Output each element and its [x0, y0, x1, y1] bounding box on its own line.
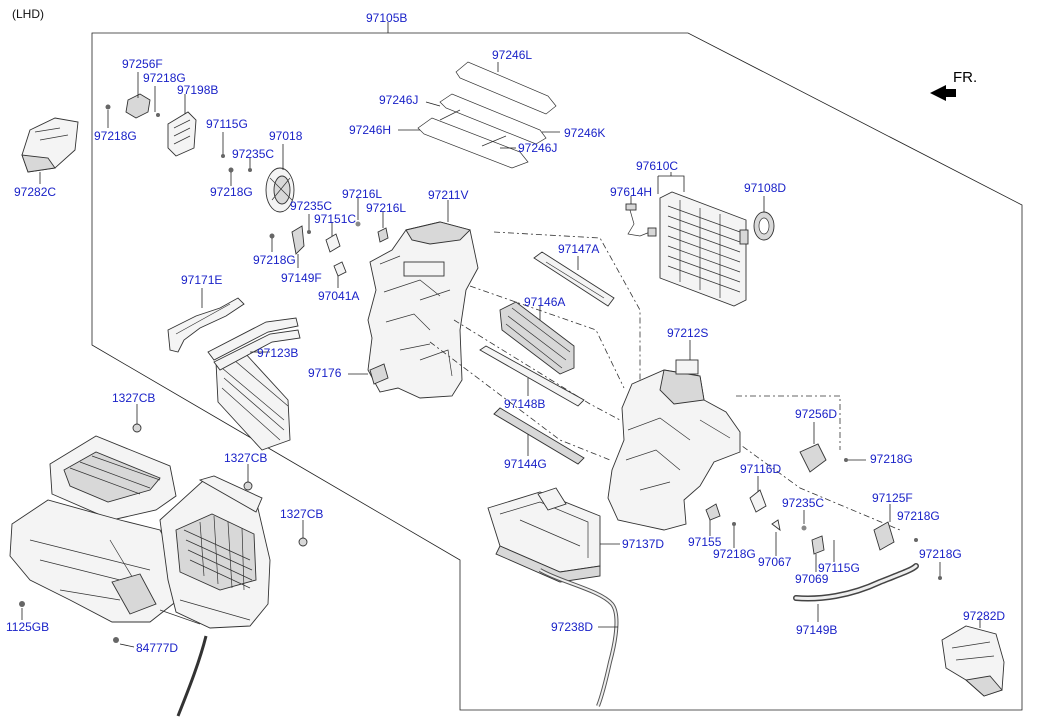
label-97246h[interactable]: 97246H	[349, 123, 391, 137]
label-97218g-f[interactable]: 97218G	[897, 509, 940, 523]
label-84777d[interactable]: 84777D	[136, 641, 178, 655]
label-97212s[interactable]: 97212S	[667, 326, 708, 340]
label-97108d[interactable]: 97108D	[744, 181, 786, 195]
label-1125gb[interactable]: 1125GB	[6, 620, 49, 634]
bracket-97198b-drawing	[167, 111, 197, 157]
case-97211v-drawing	[367, 221, 479, 399]
explode-line-3	[453, 319, 621, 421]
label-97235c-c[interactable]: 97235C	[782, 496, 824, 510]
label-97282d[interactable]: 97282D	[963, 609, 1005, 623]
duct-97171e-drawing	[167, 297, 245, 353]
actuator-97256f-drawing	[105, 93, 160, 128]
label-97147a[interactable]: 97147A	[558, 242, 599, 256]
label-97256d[interactable]: 97256D	[795, 407, 837, 421]
variant-label: (LHD)	[12, 7, 44, 21]
label-97137d[interactable]: 97137D	[622, 537, 664, 551]
label-97151c[interactable]: 97151C	[314, 212, 356, 226]
label-97176[interactable]: 97176	[308, 366, 342, 380]
lever-97149f-drawing	[291, 225, 305, 255]
label-97041a[interactable]: 97041A	[318, 289, 359, 303]
label-97235c-a[interactable]: 97235C	[232, 147, 274, 161]
label-97018[interactable]: 97018	[269, 129, 303, 143]
label-97115g-b[interactable]: 97115G	[818, 561, 860, 575]
label-97218g-b[interactable]: 97218G	[94, 129, 137, 143]
explode-line-4	[429, 341, 611, 461]
label-1327cb-c[interactable]: 1327CB	[280, 507, 323, 521]
front-direction-arrow-icon	[930, 85, 956, 101]
explode-line-6	[719, 429, 901, 531]
bracket-97147a-drawing	[533, 251, 615, 307]
evaporator-97610c-drawing	[659, 191, 749, 307]
label-97116d[interactable]: 97116D	[740, 462, 781, 476]
label-97216l-a[interactable]: 97216L	[342, 187, 382, 201]
filter-97146a-drawing	[499, 301, 575, 375]
label-97246l[interactable]: 97246L	[492, 48, 532, 62]
label-97218g-d[interactable]: 97218G	[253, 253, 296, 267]
label-97211v[interactable]: 97211V	[428, 188, 468, 202]
label-97246k[interactable]: 97246K	[564, 126, 605, 140]
duct-97282d-drawing	[941, 625, 1005, 697]
label-97246j-b[interactable]: 97246J	[518, 141, 557, 155]
label-97610c[interactable]: 97610C	[636, 159, 678, 173]
label-1327cb-a[interactable]: 1327CB	[112, 391, 155, 405]
label-97149f[interactable]: 97149F	[281, 271, 322, 285]
label-97105b[interactable]: 97105B	[366, 11, 407, 25]
label-97149b[interactable]: 97149B	[796, 623, 837, 637]
explode-line-5	[736, 395, 841, 450]
label-97238d[interactable]: 97238D	[551, 620, 593, 634]
label-97123b[interactable]: 97123B	[257, 346, 298, 360]
strip-97144g-drawing	[493, 407, 585, 465]
case-97212s-drawing	[607, 359, 741, 531]
label-97218g-g[interactable]: 97218G	[713, 547, 756, 561]
label-97235c-b[interactable]: 97235C	[290, 199, 332, 213]
explode-line-1	[493, 231, 661, 391]
label-97614h[interactable]: 97614H	[610, 185, 652, 199]
label-97216l-b[interactable]: 97216L	[366, 201, 406, 215]
label-97144g[interactable]: 97144G	[504, 457, 547, 471]
sensor-97614h-drawing	[625, 203, 657, 237]
label-97067[interactable]: 97067	[758, 555, 792, 569]
motor-97018-drawing	[265, 167, 295, 213]
label-97218g-h[interactable]: 97218G	[919, 547, 962, 561]
assembly-boundary	[91, 32, 1023, 711]
label-97115g-a[interactable]: 97115G	[206, 117, 248, 131]
label-97218g-c[interactable]: 97218G	[210, 185, 253, 199]
label-97218g-a[interactable]: 97218G	[143, 71, 186, 85]
seal-frames-97246-drawing	[417, 61, 557, 169]
label-97155[interactable]: 97155	[688, 535, 722, 549]
label-97282c[interactable]: 97282C	[14, 185, 56, 199]
label-97148b[interactable]: 97148B	[504, 397, 545, 411]
label-97171e[interactable]: 97171E	[181, 273, 222, 287]
label-97198b[interactable]: 97198B	[177, 83, 218, 97]
label-97069[interactable]: 97069	[795, 572, 829, 586]
front-direction-label: FR.	[953, 69, 977, 86]
explode-line-2	[469, 285, 625, 389]
duct-97282c-drawing	[21, 117, 79, 173]
drain-pan-97137d-drawing	[487, 487, 601, 583]
label-97246j-a[interactable]: 97246J	[379, 93, 418, 107]
heater-core-97123b-drawing	[207, 317, 301, 451]
label-1327cb-b[interactable]: 1327CB	[224, 451, 267, 465]
assembled-hvac-unit-drawing	[9, 435, 271, 717]
label-97256f[interactable]: 97256F	[122, 57, 163, 71]
strip-97148b-drawing	[479, 345, 585, 407]
label-97218g-e[interactable]: 97218G	[870, 452, 913, 466]
label-97146a[interactable]: 97146A	[524, 295, 565, 309]
actuator-97125f-drawing	[873, 521, 895, 551]
actuator-97256d-drawing	[799, 443, 827, 473]
label-97125f[interactable]: 97125F	[872, 491, 913, 505]
